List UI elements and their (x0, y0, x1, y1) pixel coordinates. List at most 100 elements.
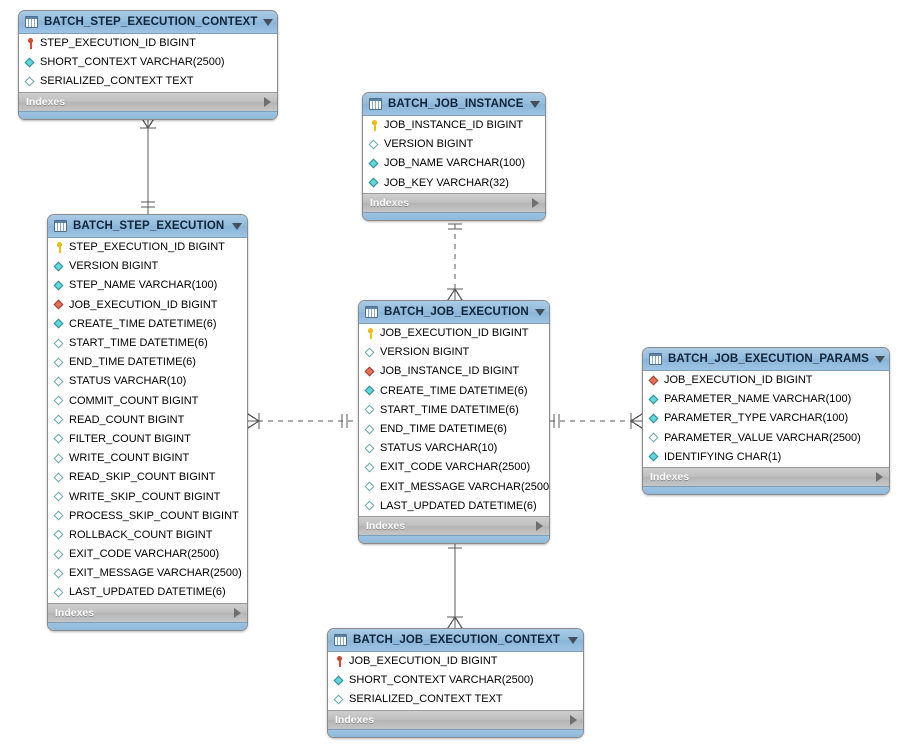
column-row[interactable]: JOB_NAME VARCHAR(100) (363, 154, 545, 173)
column-row[interactable]: END_TIME DATETIME(6) (48, 353, 247, 372)
column-label: JOB_INSTANCE_ID BIGINT (384, 119, 524, 132)
column-row[interactable]: END_TIME DATETIME(6) (359, 420, 549, 439)
column-label: EXIT_MESSAGE VARCHAR(2500) (380, 480, 550, 493)
column-row[interactable]: STEP_EXECUTION_ID BIGINT (19, 34, 277, 53)
column-row[interactable]: JOB_INSTANCE_ID BIGINT (363, 116, 545, 135)
table-title: BATCH_STEP_EXECUTION (73, 220, 225, 232)
column-row[interactable]: READ_SKIP_COUNT BIGINT (48, 468, 247, 487)
column-row[interactable]: STATUS VARCHAR(10) (48, 372, 247, 391)
column-row[interactable]: VERSION BIGINT (359, 343, 549, 362)
column-label: FILTER_COUNT BIGINT (69, 432, 191, 445)
column-row[interactable]: START_TIME DATETIME(6) (359, 401, 549, 420)
column-label: STEP_EXECUTION_ID BIGINT (69, 241, 225, 254)
table-footer-strip (48, 621, 247, 630)
column-row[interactable]: STEP_NAME VARCHAR(100) (48, 276, 247, 295)
column-row[interactable]: SERIALIZED_CONTEXT TEXT (328, 690, 583, 709)
chevron-right-icon[interactable] (876, 471, 883, 482)
column-row[interactable]: EXIT_MESSAGE VARCHAR(2500) (359, 478, 549, 497)
column-label: VERSION BIGINT (380, 346, 470, 359)
column-row[interactable]: JOB_EXECUTION_ID BIGINT (48, 296, 247, 315)
column-row[interactable]: READ_COUNT BIGINT (48, 411, 247, 430)
chevron-right-icon[interactable] (536, 520, 543, 531)
column-row[interactable]: SERIALIZED_CONTEXT TEXT (19, 72, 277, 91)
primary-key-icon (365, 328, 376, 340)
column-row[interactable]: WRITE_SKIP_COUNT BIGINT (48, 487, 247, 506)
column-row[interactable]: JOB_EXECUTION_ID BIGINT (643, 371, 889, 390)
nullable-column-icon (54, 434, 65, 445)
column-row[interactable]: SHORT_CONTEXT VARCHAR(2500) (19, 53, 277, 72)
chevron-down-icon[interactable] (232, 222, 242, 230)
indexes-section-header[interactable]: Indexes (328, 709, 583, 729)
column-label: SERIALIZED_CONTEXT TEXT (40, 75, 194, 88)
column-row[interactable]: JOB_EXECUTION_ID BIGINT (328, 652, 583, 671)
column-row[interactable]: CREATE_TIME DATETIME(6) (48, 315, 247, 334)
chevron-down-icon[interactable] (530, 100, 540, 108)
column-row[interactable]: VERSION BIGINT (363, 135, 545, 154)
column-row[interactable]: JOB_KEY VARCHAR(32) (363, 174, 545, 193)
chevron-right-icon[interactable] (532, 197, 539, 208)
table-header[interactable]: BATCH_STEP_EXECUTION_CONTEXT (19, 11, 277, 34)
column-row[interactable]: PARAMETER_VALUE VARCHAR(2500) (643, 429, 889, 448)
column-row[interactable]: JOB_INSTANCE_ID BIGINT (359, 362, 549, 381)
table-batch_job_instance[interactable]: BATCH_JOB_INSTANCE JOB_INSTANCE_ID BIGINT… (362, 92, 546, 221)
primary-foreign-key-icon (25, 38, 36, 50)
indexes-section-header[interactable]: Indexes (48, 602, 247, 622)
chevron-right-icon[interactable] (234, 607, 241, 618)
column-row[interactable]: IDENTIFYING CHAR(1) (643, 448, 889, 467)
nullable-column-icon (54, 415, 65, 426)
table-footer-strip (19, 110, 277, 119)
column-row[interactable]: EXIT_CODE VARCHAR(2500) (359, 458, 549, 477)
column-row[interactable]: STEP_EXECUTION_ID BIGINT (48, 238, 247, 257)
column-label: JOB_NAME VARCHAR(100) (384, 157, 525, 170)
table-batch_step_execution[interactable]: BATCH_STEP_EXECUTION STEP_EXECUTION_ID BI… (47, 214, 248, 631)
nullable-column-icon (54, 453, 65, 464)
nullable-column-icon (365, 347, 376, 358)
chevron-right-icon[interactable] (570, 714, 577, 725)
column-row[interactable]: START_TIME DATETIME(6) (48, 334, 247, 353)
chevron-down-icon[interactable] (568, 636, 578, 644)
column-label: READ_SKIP_COUNT BIGINT (69, 471, 216, 484)
column-row[interactable]: LAST_UPDATED DATETIME(6) (48, 583, 247, 602)
table-header[interactable]: BATCH_JOB_EXECUTION_PARAMS (643, 348, 889, 371)
table-header[interactable]: BATCH_STEP_EXECUTION (48, 215, 247, 238)
column-label: EXIT_CODE VARCHAR(2500) (69, 548, 220, 561)
nullable-column-icon (365, 443, 376, 454)
column-row[interactable]: PROCESS_SKIP_COUNT BIGINT (48, 507, 247, 526)
chevron-down-icon[interactable] (534, 308, 545, 316)
column-label: ROLLBACK_COUNT BIGINT (69, 528, 213, 541)
column-row[interactable]: PARAMETER_NAME VARCHAR(100) (643, 390, 889, 409)
indexes-section-header[interactable]: Indexes (359, 515, 549, 535)
column-row[interactable]: EXIT_MESSAGE VARCHAR(2500) (48, 564, 247, 583)
column-row[interactable]: WRITE_COUNT BIGINT (48, 449, 247, 468)
indexes-section-header[interactable]: Indexes (19, 91, 277, 111)
column-row[interactable]: CREATE_TIME DATETIME(6) (359, 382, 549, 401)
column-row[interactable]: JOB_EXECUTION_ID BIGINT (359, 324, 549, 343)
indexes-section-header[interactable]: Indexes (643, 466, 889, 486)
chevron-down-icon[interactable] (874, 355, 885, 363)
table-icon (25, 16, 38, 28)
column-label: LAST_UPDATED DATETIME(6) (380, 499, 537, 512)
column-row[interactable]: ROLLBACK_COUNT BIGINT (48, 526, 247, 545)
column-row[interactable]: PARAMETER_TYPE VARCHAR(100) (643, 409, 889, 428)
chevron-right-icon[interactable] (264, 96, 271, 107)
table-header[interactable]: BATCH_JOB_EXECUTION_CONTEXT (328, 629, 583, 652)
table-header[interactable]: BATCH_JOB_INSTANCE (363, 93, 545, 116)
column-label: STATUS VARCHAR(10) (69, 375, 187, 388)
column-row[interactable]: STATUS VARCHAR(10) (359, 439, 549, 458)
indexes-section-header[interactable]: Indexes (363, 192, 545, 212)
chevron-down-icon[interactable] (263, 18, 274, 26)
column-row[interactable]: SHORT_CONTEXT VARCHAR(2500) (328, 671, 583, 690)
column-row[interactable]: EXIT_CODE VARCHAR(2500) (48, 545, 247, 564)
table-header[interactable]: BATCH_JOB_EXECUTION (359, 301, 549, 324)
column-label: PARAMETER_VALUE VARCHAR(2500) (664, 431, 861, 444)
column-row[interactable]: LAST_UPDATED DATETIME(6) (359, 497, 549, 516)
column-row[interactable]: VERSION BIGINT (48, 257, 247, 276)
column-row[interactable]: COMMIT_COUNT BIGINT (48, 392, 247, 411)
column-row[interactable]: FILTER_COUNT BIGINT (48, 430, 247, 449)
